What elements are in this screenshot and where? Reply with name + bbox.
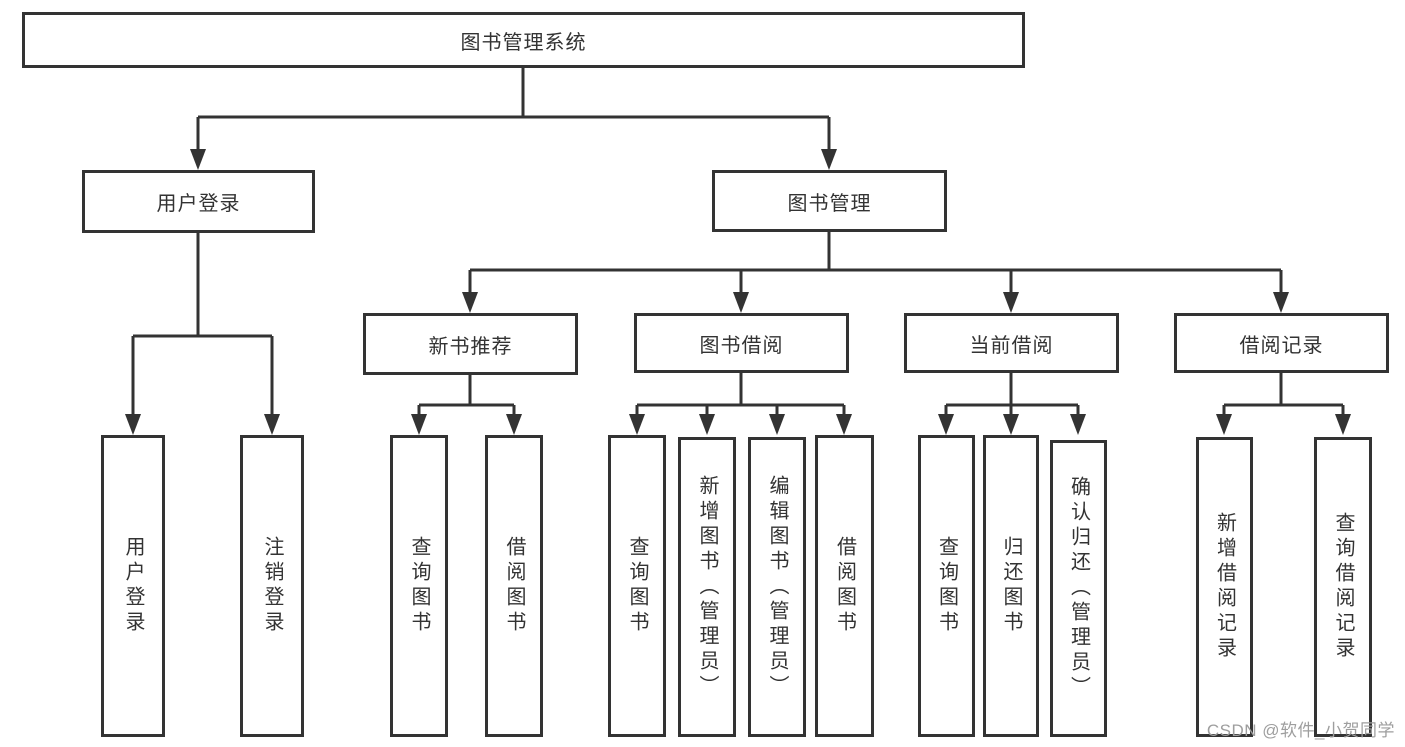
node-borrow-books-2: 借阅图书 bbox=[815, 435, 874, 737]
arrowhead-icon bbox=[411, 414, 427, 435]
arrowhead-icon bbox=[125, 414, 141, 435]
node-return-books: 归还图书 bbox=[983, 435, 1039, 737]
node-library-management-system: 图书管理系统 bbox=[22, 12, 1025, 68]
arrowhead-icon bbox=[1335, 414, 1351, 435]
arrowhead-icon bbox=[264, 414, 280, 435]
node-query-borrow-record: 查询借阅记录 bbox=[1314, 437, 1372, 737]
node-add-books-admin: 新增图书（管理员） bbox=[678, 437, 736, 737]
arrowhead-icon bbox=[462, 292, 478, 313]
arrowhead-icon bbox=[699, 414, 715, 435]
node-borrow-books-1: 借阅图书 bbox=[485, 435, 543, 737]
node-current-borrow: 当前借阅 bbox=[904, 313, 1119, 373]
arrowhead-icon bbox=[769, 414, 785, 435]
node-confirm-return-admin: 确认归还（管理员） bbox=[1050, 440, 1107, 737]
node-borrow-records: 借阅记录 bbox=[1174, 313, 1389, 373]
node-logout: 注销登录 bbox=[240, 435, 304, 737]
arrowhead-icon bbox=[190, 149, 206, 170]
node-book-borrow: 图书借阅 bbox=[634, 313, 849, 373]
node-edit-books-admin: 编辑图书（管理员） bbox=[748, 437, 806, 737]
node-login: 用户登录 bbox=[101, 435, 165, 737]
connector-book-management-to-level3 bbox=[468, 232, 1283, 296]
node-user-login: 用户登录 bbox=[82, 170, 315, 233]
node-query-books-3: 查询图书 bbox=[918, 435, 975, 737]
arrowhead-icon bbox=[1070, 414, 1086, 435]
arrowhead-icon bbox=[938, 414, 954, 435]
arrowhead-icon bbox=[1216, 414, 1232, 435]
node-query-books-1: 查询图书 bbox=[390, 435, 448, 737]
node-add-borrow-record: 新增借阅记录 bbox=[1196, 437, 1253, 737]
connector-current-borrow-subtree bbox=[944, 373, 1080, 418]
connector-borrow-records-subtree bbox=[1222, 373, 1345, 418]
arrowhead-icon bbox=[836, 414, 852, 435]
connector-book-borrow-subtree bbox=[635, 373, 846, 418]
connector-root-to-level2 bbox=[196, 68, 831, 153]
connector-new-book-subtree bbox=[417, 375, 516, 418]
arrowhead-icon bbox=[733, 292, 749, 313]
arrowhead-icon bbox=[629, 414, 645, 435]
node-query-books-2: 查询图书 bbox=[608, 435, 666, 737]
arrowhead-icon bbox=[1003, 292, 1019, 313]
arrowhead-icon bbox=[1003, 414, 1019, 435]
arrowhead-icon bbox=[821, 149, 837, 170]
connector-user-login-subtree bbox=[131, 233, 274, 418]
node-book-management: 图书管理 bbox=[712, 170, 947, 232]
watermark: CSDN @软件_小贺同学 bbox=[1206, 721, 1395, 740]
arrowhead-icon bbox=[506, 414, 522, 435]
node-new-book-recommend: 新书推荐 bbox=[363, 313, 578, 375]
arrowhead-icon bbox=[1273, 292, 1289, 313]
